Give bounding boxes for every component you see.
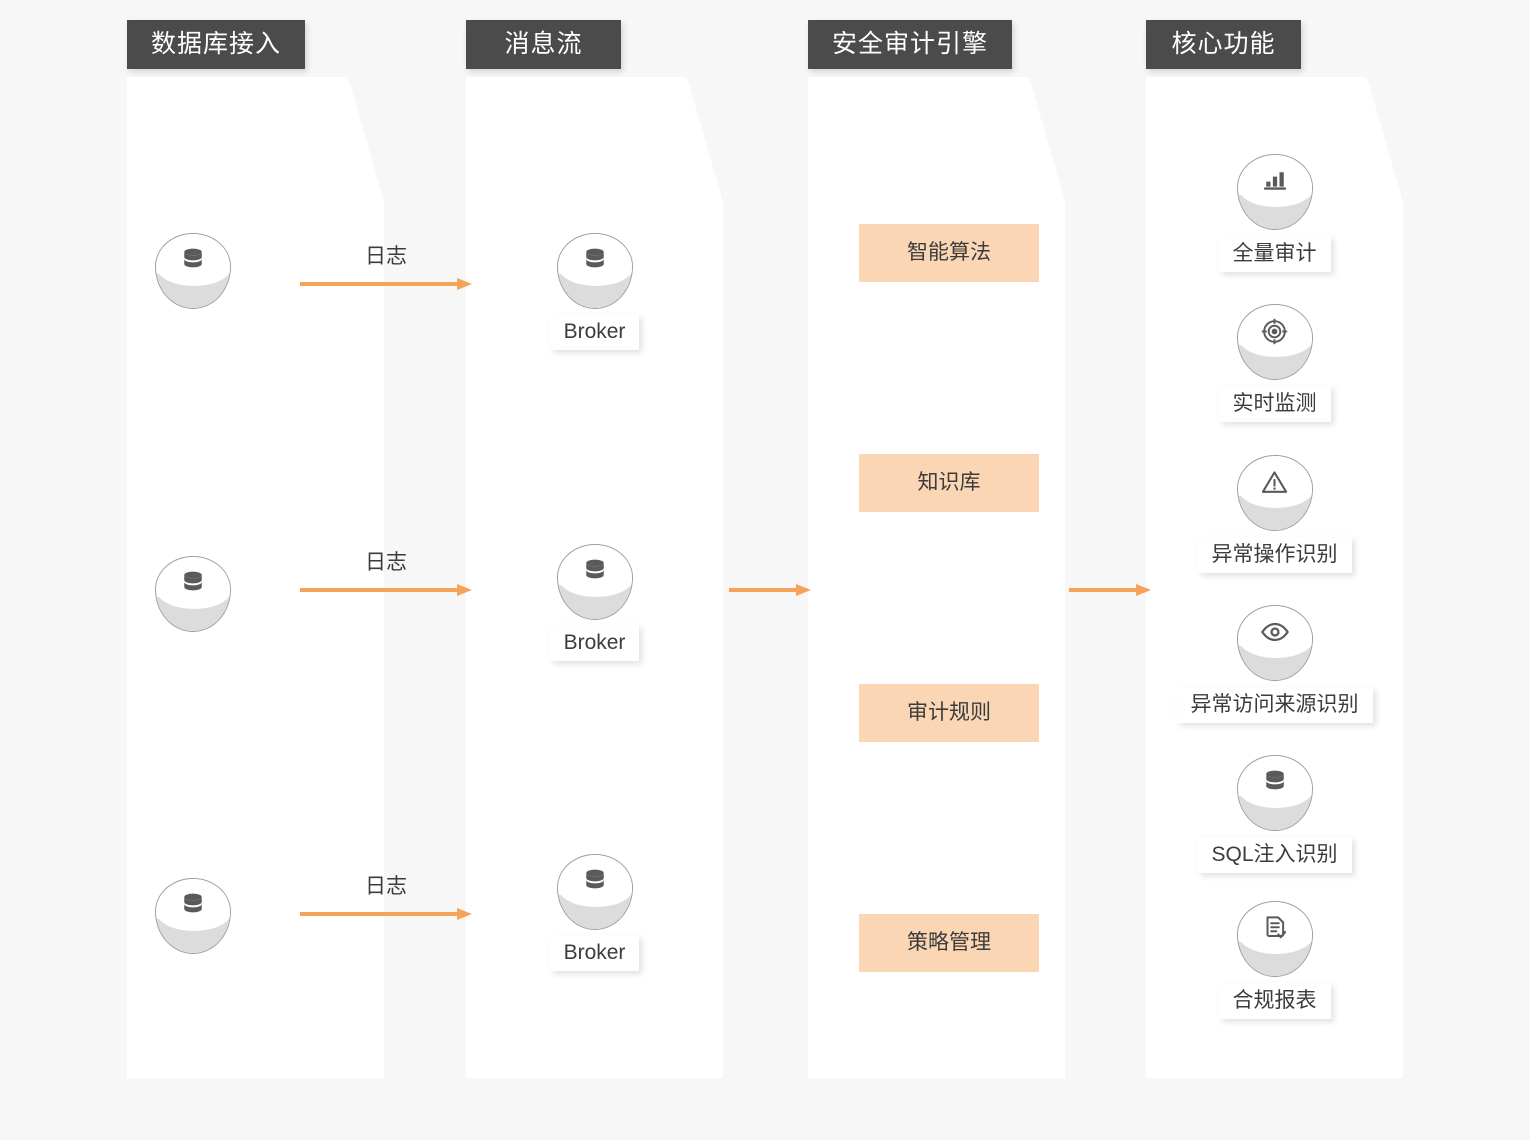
- feature-label: 异常操作识别: [1197, 537, 1352, 573]
- log-arrow-3: [300, 908, 472, 920]
- bar-chart-icon: [1236, 154, 1313, 230]
- db-node-3[interactable]: [127, 878, 384, 954]
- log-arrow-2: [300, 584, 472, 596]
- database-icon: [556, 544, 633, 620]
- feature-sql-injection[interactable]: SQL注入识别: [1146, 755, 1403, 873]
- warning-triangle-icon: [1236, 455, 1313, 531]
- radar-target-icon: [1236, 304, 1313, 380]
- feature-compliance-report[interactable]: 合规报表: [1146, 901, 1403, 1019]
- arrow-head: [1136, 584, 1151, 596]
- broker-node-2[interactable]: Broker: [466, 544, 723, 661]
- feature-label: SQL注入识别: [1197, 837, 1352, 873]
- broker-node-3[interactable]: Broker: [466, 854, 723, 971]
- arrow-head: [796, 584, 811, 596]
- arrow-shaft: [300, 912, 458, 916]
- database-icon: [556, 233, 633, 309]
- database-icon: [556, 854, 633, 930]
- log-arrow-2-label: 日志: [365, 551, 407, 574]
- engine-block-intelligent-algorithm[interactable]: 智能算法: [859, 224, 1039, 282]
- feature-label: 异常访问来源识别: [1176, 687, 1373, 723]
- broker-label: Broker: [549, 314, 640, 350]
- feature-label: 合规报表: [1218, 983, 1331, 1019]
- column-header-core-features: 核心功能: [1146, 20, 1301, 69]
- eye-icon: [1236, 605, 1313, 681]
- log-arrow-1-label: 日志: [365, 245, 407, 268]
- feature-realtime-monitor[interactable]: 实时监测: [1146, 304, 1403, 422]
- card-fold-corner: [686, 77, 723, 114]
- engine-block-audit-rules[interactable]: 审计规则: [859, 684, 1039, 742]
- broker-label: Broker: [549, 935, 640, 971]
- feature-abnormal-operation[interactable]: 异常操作识别: [1146, 455, 1403, 573]
- log-arrow-3-label: 日志: [365, 875, 407, 898]
- feature-abnormal-access-source[interactable]: 异常访问来源识别: [1146, 605, 1403, 723]
- database-icon: [1236, 755, 1313, 831]
- card-fold-corner: [1028, 77, 1065, 114]
- arrow-shaft: [300, 282, 458, 286]
- db-node-1[interactable]: [127, 233, 384, 309]
- broker-node-1[interactable]: Broker: [466, 233, 723, 350]
- broker-label: Broker: [549, 625, 640, 661]
- database-icon: [154, 233, 231, 309]
- document-check-icon: [1236, 901, 1313, 977]
- card-fold-corner: [347, 77, 384, 114]
- arrow-shaft: [300, 588, 458, 592]
- column-header-database-access: 数据库接入: [127, 20, 306, 69]
- column-header-security-audit-engine: 安全审计引擎: [808, 20, 1013, 69]
- database-icon: [154, 878, 231, 954]
- engine-block-knowledge-base[interactable]: 知识库: [859, 454, 1039, 512]
- feature-label: 全量审计: [1218, 236, 1331, 272]
- arrow-head: [457, 584, 472, 596]
- card-fold-corner: [1366, 77, 1403, 114]
- engine-block-policy-management[interactable]: 策略管理: [859, 914, 1039, 972]
- log-arrow-1: [300, 278, 472, 290]
- database-icon: [154, 556, 231, 632]
- db-node-2[interactable]: [127, 556, 384, 632]
- arrow-head: [457, 278, 472, 290]
- stream-to-engine-arrow: [729, 584, 811, 596]
- feature-full-audit[interactable]: 全量审计: [1146, 154, 1403, 272]
- arrow-shaft: [1069, 588, 1137, 592]
- column-header-message-stream: 消息流: [466, 20, 621, 69]
- feature-label: 实时监测: [1218, 386, 1331, 422]
- arrow-shaft: [729, 588, 797, 592]
- arrow-head: [457, 908, 472, 920]
- engine-to-features-arrow: [1069, 584, 1151, 596]
